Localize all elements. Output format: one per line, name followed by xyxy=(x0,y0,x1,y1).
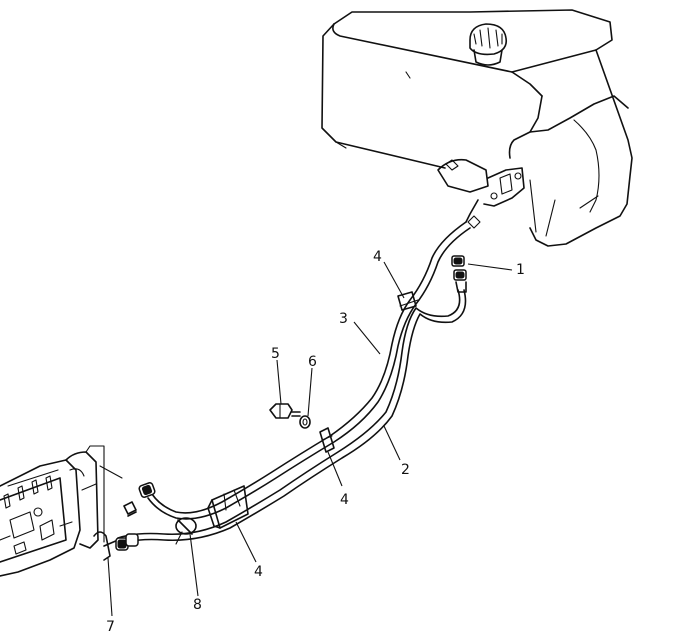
leader-7 xyxy=(107,557,113,617)
filler-cap-icon xyxy=(469,23,508,66)
callout-labels: 1 2 3 4 4 4 5 6 7 8 xyxy=(106,249,525,631)
fitting-7 xyxy=(93,531,139,561)
leader-4a xyxy=(383,261,405,299)
leader-4c xyxy=(235,521,257,563)
callout-4-upper: 4 xyxy=(373,249,382,265)
leader-2 xyxy=(383,425,401,461)
clamp-lower xyxy=(207,485,249,529)
leader-5 xyxy=(276,359,282,405)
callout-2: 2 xyxy=(401,462,410,478)
clamp-8 xyxy=(175,517,197,545)
engine-block xyxy=(0,445,137,577)
washer-6 xyxy=(299,415,311,429)
callout-5: 5 xyxy=(271,346,280,362)
fuel-tank xyxy=(321,9,633,247)
leader-8 xyxy=(189,533,199,597)
callout-1: 1 xyxy=(516,262,525,278)
leader-lines xyxy=(107,261,513,617)
clamp-middle xyxy=(319,427,335,453)
leader-3 xyxy=(353,321,381,355)
leader-6 xyxy=(307,367,313,417)
clamp-upper xyxy=(397,291,417,311)
bolt-5 xyxy=(269,403,301,419)
callout-7: 7 xyxy=(106,619,115,631)
callout-4-middle: 4 xyxy=(340,492,349,508)
callout-3: 3 xyxy=(339,311,348,327)
tank-outlet-fitting xyxy=(437,158,525,223)
leader-4b xyxy=(327,451,343,487)
fitting-upper-engine xyxy=(138,482,156,498)
connector-1 xyxy=(451,215,481,293)
leader-1 xyxy=(467,263,513,271)
callout-4-lower: 4 xyxy=(254,564,263,580)
callout-8: 8 xyxy=(193,597,202,613)
callout-6: 6 xyxy=(308,354,317,370)
fuel-pipes xyxy=(117,221,471,545)
